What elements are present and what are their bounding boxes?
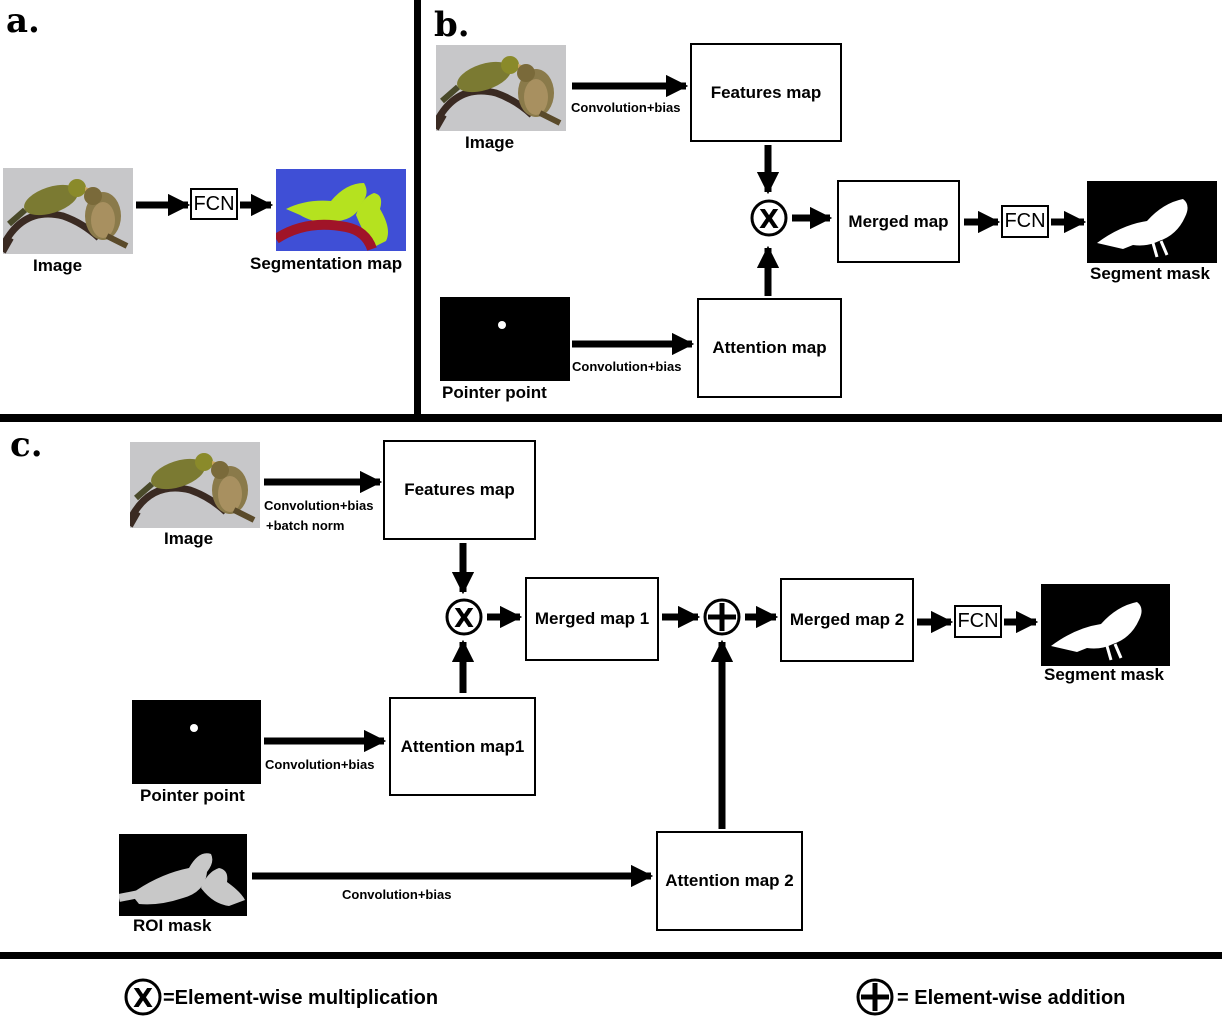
panel-a-letter: a. <box>6 1 40 41</box>
panel-b-letter: b. <box>434 5 470 45</box>
svg-text:X: X <box>454 604 474 634</box>
legend-multiplication-text: =Element-wise multiplication <box>163 987 439 1009</box>
divider-vertical-ab <box>414 0 421 418</box>
panel-a-image-caption: Image <box>33 256 83 275</box>
panel-b-segment-caption: Segment mask <box>1090 264 1210 283</box>
panel-b-features-box: Features map <box>690 43 842 142</box>
panel-b-fcn-box: FCN <box>1001 205 1049 238</box>
panel-b-merged-box: Merged map <box>837 180 960 263</box>
panel-c-attention1-box: Attention map1 <box>389 697 536 796</box>
panel-b-conv-bottom-label: Convolution+bias <box>572 359 682 374</box>
legend-multiply-icon: X <box>124 978 162 1016</box>
panel-c-letter: c. <box>10 425 43 465</box>
panel-c-conv-pointer-label: Convolution+bias <box>265 757 375 772</box>
panel-c-pointer-image <box>132 700 261 784</box>
panel-c-segment-caption: Segment mask <box>1044 665 1164 684</box>
panel-b-conv-top-label: Convolution+bias <box>571 100 681 115</box>
panel-c-features-box: Features map <box>383 440 536 540</box>
svg-text:X: X <box>133 984 153 1014</box>
panel-a-fcn-box: FCN <box>190 188 238 220</box>
panel-c-roi-caption: ROI mask <box>133 916 212 935</box>
panel-c-multiply-symbol: X <box>445 598 483 636</box>
divider-horizontal-bottom <box>0 952 1222 959</box>
panel-c-merged2-box: Merged map 2 <box>780 578 914 662</box>
panel-c-fcn-box: FCN <box>954 605 1002 638</box>
panel-c-attention2-box: Attention map 2 <box>656 831 803 931</box>
legend-add-icon <box>856 978 894 1016</box>
panel-b-segment-mask <box>1087 181 1217 263</box>
panel-c-conv-roi-label: Convolution+bias <box>342 887 452 902</box>
panel-a-segmentation-caption: Segmentation map <box>250 254 403 273</box>
svg-text:X: X <box>759 205 779 235</box>
panel-c-image-caption: Image <box>164 529 214 548</box>
panel-c-segment-mask <box>1041 584 1170 666</box>
legend-addition-text: = Element-wise addition <box>897 987 1126 1009</box>
panel-c-merged1-box: Merged map 1 <box>525 577 659 661</box>
panel-c-conv-image-label-2: +batch norm <box>266 518 345 533</box>
panel-c-add-symbol <box>703 598 741 636</box>
panel-b-multiply-symbol: X <box>750 199 788 237</box>
panel-b-image-caption: Image <box>465 133 515 152</box>
panel-a-segmentation-map <box>276 169 406 251</box>
panel-b-attention-box: Attention map <box>697 298 842 398</box>
panel-b-pointer-image <box>440 297 570 381</box>
panel-b-pointer-caption: Pointer point <box>442 383 547 402</box>
panel-c-conv-image-label-1: Convolution+bias <box>264 498 374 513</box>
divider-horizontal-top <box>0 414 1222 422</box>
panel-c-pointer-caption: Pointer point <box>140 786 245 805</box>
